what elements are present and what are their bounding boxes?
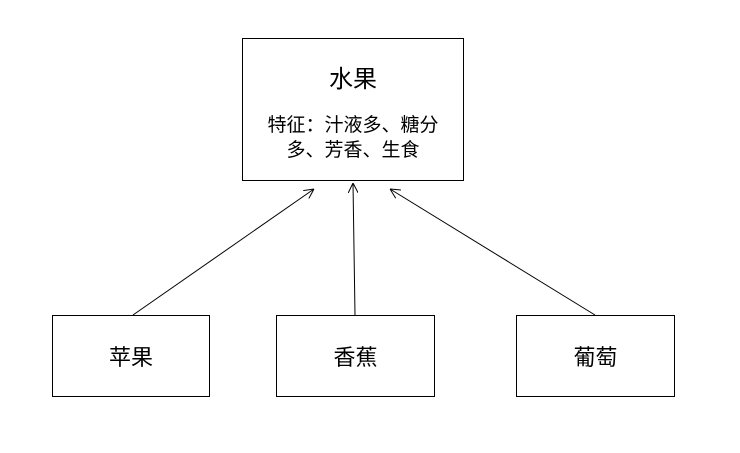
child-box-grape: 葡萄 (516, 315, 675, 397)
arrow-grape-to-fruit (390, 189, 596, 316)
parent-description: 特征：汁液多、糖分多、芳香、生食 (267, 114, 439, 161)
fruit-parent-box: 水果 特征：汁液多、糖分多、芳香、生食 (242, 38, 464, 181)
parent-title: 水果 (329, 65, 377, 93)
arrow-banana-to-fruit (353, 183, 355, 316)
child-label-grape: 葡萄 (573, 346, 618, 371)
child-label-apple: 苹果 (108, 346, 153, 371)
child-box-apple: 苹果 (52, 315, 210, 397)
child-box-banana: 香蕉 (276, 315, 435, 397)
arrow-apple-to-fruit (132, 189, 314, 316)
child-label-banana: 香蕉 (333, 346, 378, 371)
